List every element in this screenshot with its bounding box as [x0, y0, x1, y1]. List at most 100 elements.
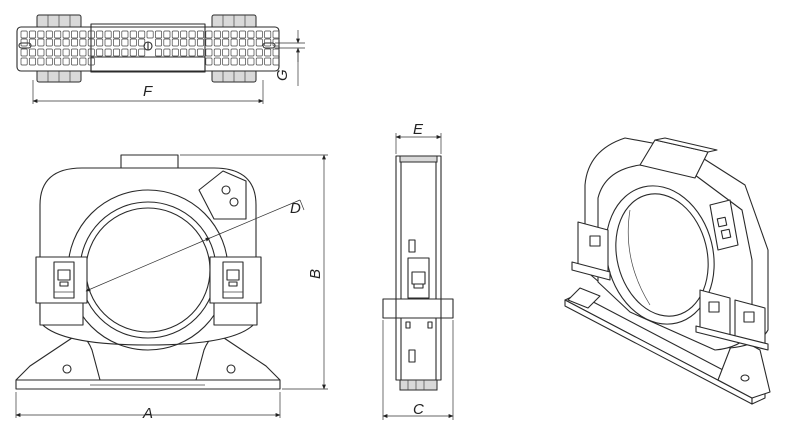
grid-cell: [155, 38, 162, 47]
grid-cell: [37, 57, 45, 66]
grid-cell: [239, 48, 246, 57]
grid-cell: [45, 38, 53, 47]
grid-cell: [138, 38, 146, 47]
grid-cell: [213, 57, 221, 66]
grid-cell: [247, 57, 255, 66]
dimension-label-e: E: [413, 121, 424, 138]
grid-cell: [79, 57, 87, 66]
grid-cell: [239, 38, 246, 47]
grid-cell: [121, 48, 129, 57]
grid-cell: [138, 30, 146, 39]
grid-cell: [113, 38, 120, 47]
grid-cell: [146, 30, 154, 39]
top-view: [16, 14, 305, 104]
grid-cell: [171, 30, 179, 39]
grid-cell: [255, 38, 263, 47]
grid-cell: [129, 30, 137, 39]
grid-cell: [129, 48, 137, 57]
grid-cell: [197, 38, 204, 47]
grid-cell: [20, 57, 28, 66]
grid-cell: [171, 48, 179, 57]
grid-cell: [79, 38, 87, 47]
grid-cell: [113, 30, 120, 39]
grid-cell: [71, 57, 78, 66]
grid-cell: [87, 57, 95, 66]
grid-cell: [79, 48, 87, 57]
grid-cell: [37, 48, 45, 57]
grid-cell: [188, 48, 196, 57]
grid-cell: [20, 38, 28, 47]
grid-cell: [138, 48, 146, 57]
grid-cell: [129, 38, 137, 47]
grid-cell: [87, 30, 95, 39]
grid-cell: [54, 48, 62, 57]
grid-cell: [247, 38, 255, 47]
grid-cell: [62, 48, 70, 57]
grid-cell: [230, 48, 238, 57]
grid-cell: [230, 30, 238, 39]
grid-cell: [163, 48, 171, 57]
grid-cell: [272, 38, 280, 47]
grid-cell: [79, 30, 87, 39]
grid-cell: [37, 38, 45, 47]
grid-cell: [222, 57, 230, 66]
grid-cell: [222, 30, 230, 39]
grid-cell: [205, 57, 213, 66]
grid-cell: [264, 57, 272, 66]
grid-cell: [272, 57, 280, 66]
grid-cell: [62, 57, 70, 66]
grid-cell: [264, 38, 272, 47]
dimension-label-b: B: [307, 269, 324, 279]
grid-cell: [29, 57, 36, 66]
grid-cell: [205, 30, 213, 39]
grid-cell: [230, 38, 238, 47]
grid-cell: [213, 48, 221, 57]
grid-cell: [20, 48, 28, 57]
grid-cell: [180, 48, 188, 57]
grid-cell: [155, 48, 162, 57]
grid-cell: [230, 57, 238, 66]
grid-cell: [113, 48, 120, 57]
grid-cell: [45, 57, 53, 66]
grid-cell: [45, 48, 53, 57]
grid-cell: [239, 30, 246, 39]
dimension-label-f: F: [143, 83, 153, 100]
grid-cell: [62, 30, 70, 39]
grid-cell: [54, 57, 62, 66]
grid-cell: [205, 38, 213, 47]
grid-cell: [213, 38, 221, 47]
grid-cell: [188, 30, 196, 39]
grid-cell: [163, 38, 171, 47]
grid-cell: [71, 38, 78, 47]
grid-cell: [71, 30, 78, 39]
grid-cell: [163, 30, 171, 39]
grid-cell: [96, 48, 104, 57]
grid-cell: [96, 30, 104, 39]
grid-cell: [239, 57, 246, 66]
grid-cell: [180, 38, 188, 47]
grid-cell: [272, 30, 280, 39]
grid-cell: [87, 48, 95, 57]
grid-cell: [264, 30, 272, 39]
grid-cell: [71, 48, 78, 57]
grid-cell: [171, 38, 179, 47]
grid-cell: [155, 30, 162, 39]
dimension-label-d: D: [290, 200, 301, 217]
grid-cell: [222, 48, 230, 57]
grid-cell: [205, 48, 213, 57]
grid-cell: [37, 30, 45, 39]
grid-cell: [20, 30, 28, 39]
dimension-label-c: C: [413, 401, 424, 418]
grid-cell: [104, 48, 112, 57]
grid-cell: [29, 38, 36, 47]
grid-cell: [180, 30, 188, 39]
grid-cell: [62, 38, 70, 47]
grid-cell: [197, 48, 204, 57]
grid-cell: [54, 38, 62, 47]
grid-cell: [104, 38, 112, 47]
grid-cell: [54, 30, 62, 39]
grid-cell: [29, 48, 36, 57]
dimension-label-g: G: [274, 69, 291, 81]
grid-cell: [247, 30, 255, 39]
